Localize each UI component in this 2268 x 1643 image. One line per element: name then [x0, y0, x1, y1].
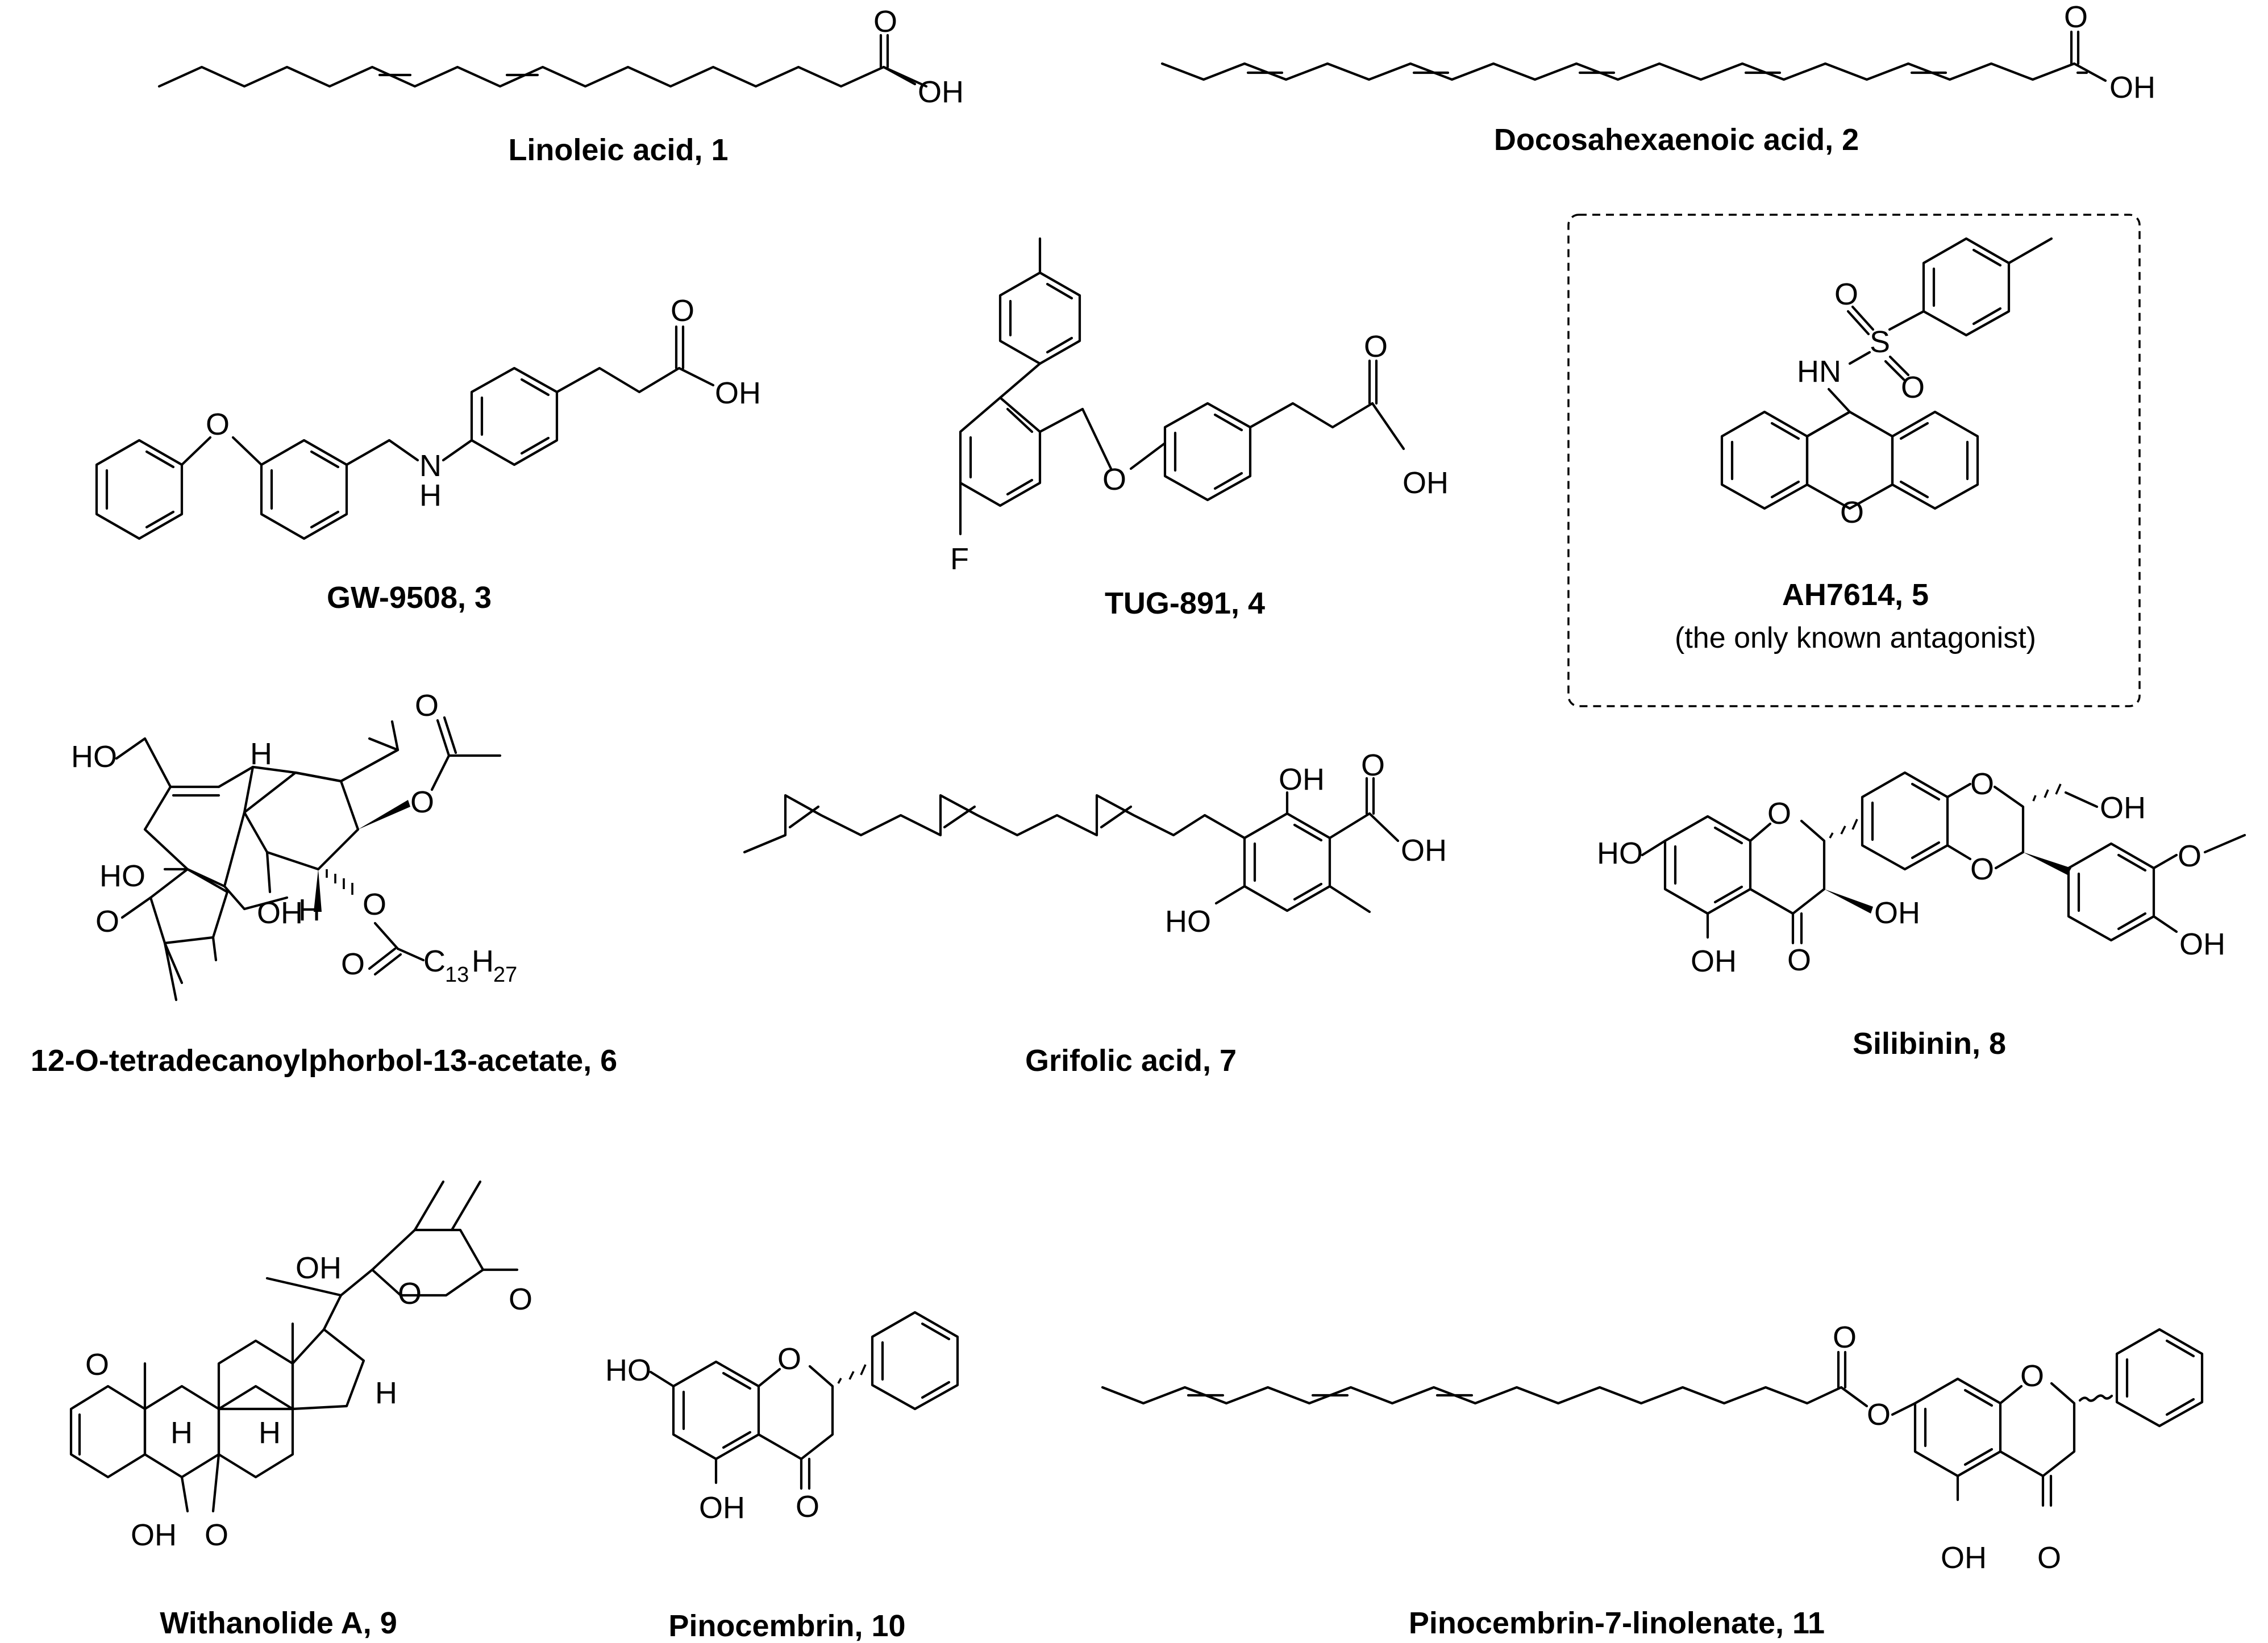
atom-o: O	[1867, 1398, 1891, 1432]
atom-o: O	[509, 1282, 532, 1316]
structure-tug-891: F O O OH TUG-891, 4	[950, 237, 1449, 620]
atom-o: O	[95, 904, 119, 939]
atom-o: O	[671, 294, 694, 328]
compound-label: GW-9508, 3	[327, 581, 492, 615]
atom-o: O	[2020, 1359, 2044, 1393]
atom-ho: HO	[99, 859, 145, 893]
atom-o: O	[1767, 797, 1791, 831]
structure-linoleic-acid: O OH Linoleic acid, 1	[157, 5, 964, 167]
compound-note: (the only known antagonist)	[1675, 622, 2036, 654]
structure-pinocembrin: HO OH O O Pinocembrin, 10	[605, 1311, 959, 1643]
atom-oh: OH	[257, 896, 303, 930]
atom-f: F	[950, 542, 969, 576]
atom-ho: HO	[1165, 904, 1211, 939]
structure-grifolic-acid: OH O OH HO Grifolic acid, 7	[743, 748, 1447, 1078]
atom-o: O	[1102, 462, 1126, 497]
atom-o: O	[1834, 277, 1858, 311]
atom-oh: OH	[296, 1251, 342, 1285]
structure-gw-9508: O N H O OH GW-9508, 3	[95, 294, 761, 615]
antagonist-box	[1567, 214, 2141, 707]
atom-h: H	[419, 478, 442, 512]
atom-o: O	[796, 1490, 819, 1524]
atom-o: O	[1364, 330, 1388, 364]
atom-o: O	[2064, 0, 2088, 34]
atom-h: H	[259, 1416, 281, 1450]
atom-o: O	[1970, 767, 1994, 801]
atom-o: O	[363, 887, 386, 921]
atom-o: O	[1970, 852, 1994, 886]
atom-o: O	[410, 785, 434, 819]
atom-o: O	[206, 407, 230, 441]
atom-subscript: 13	[445, 963, 469, 987]
structure-docosahexaenoic-acid: O OH Docosahexaenoic acid, 2	[1160, 0, 2155, 157]
atom-c: C	[423, 944, 446, 978]
atom-h: H	[472, 944, 494, 978]
atom-oh: OH	[1691, 944, 1737, 978]
atom-o: O	[2037, 1541, 2061, 1575]
atom-oh: OH	[699, 1491, 745, 1525]
compound-label: Linoleic acid, 1	[508, 133, 728, 167]
atom-oh: OH	[2109, 70, 2155, 105]
atom-o: O	[873, 5, 897, 39]
atom-o: O	[341, 947, 365, 981]
compound-label: AH7614, 5	[1782, 578, 1929, 612]
compound-label: Docosahexaenoic acid, 2	[1494, 123, 1859, 157]
atom-o: O	[777, 1342, 801, 1376]
atom-o: O	[1840, 495, 1864, 529]
compound-label: Pinocembrin-7-linolenate, 11	[1409, 1606, 1825, 1640]
atom-o: O	[415, 689, 439, 723]
atom-o: O	[398, 1277, 422, 1311]
atom-ho: HO	[1597, 836, 1643, 870]
compound-label: Withanolide A, 9	[160, 1606, 397, 1640]
atom-o: O	[1787, 943, 1811, 977]
atom-o: O	[1833, 1320, 1857, 1354]
structure-withanolide-a: O OH O O H H H OH O Withanolide A, 9	[69, 1180, 532, 1640]
compound-label: 12-O-tetradecanoylphorbol-13-acetate, 6	[31, 1044, 617, 1078]
atom-h: H	[375, 1376, 397, 1410]
atom-o: O	[1901, 370, 1925, 405]
structure-tpa: HO H O O O O C 13 H 27 OH H	[31, 689, 617, 1078]
structure-pinocembrin-7-linolenate: O O OH O O Pinocembrin-7-linolenate, 11	[1101, 1320, 2204, 1640]
atom-oh: OH	[131, 1518, 177, 1552]
compound-label: Silibinin, 8	[1853, 1027, 2006, 1061]
atom-ho: HO	[605, 1353, 651, 1387]
atom-o: O	[205, 1518, 228, 1552]
atom-oh: OH	[2179, 927, 2225, 961]
atom-hn: HN	[1797, 355, 1841, 389]
atom-o: O	[2178, 839, 2202, 873]
atom-oh: OH	[1941, 1541, 1987, 1575]
atom-oh: OH	[1403, 466, 1449, 500]
atom-oh: OH	[1279, 762, 1325, 797]
atom-oh: OH	[715, 376, 761, 410]
atom-oh: OH	[1874, 896, 1920, 930]
atom-o: O	[1361, 748, 1385, 782]
compound-label: Pinocembrin, 10	[668, 1609, 905, 1643]
structure-silibinin: HO OH O O OH O O OH	[1597, 767, 2246, 1061]
structure-ah7614: S O O HN O AH7614, 5 (the only known ant…	[1567, 214, 2141, 707]
atom-h: H	[170, 1416, 193, 1450]
atom-ho: HO	[71, 740, 117, 774]
atom-oh: OH	[2100, 791, 2146, 825]
compound-label: Grifolic acid, 7	[1025, 1044, 1237, 1078]
atom-n: N	[419, 449, 442, 483]
atom-h: H	[250, 737, 272, 771]
atom-oh: OH	[1401, 833, 1447, 868]
atom-subscript: 27	[493, 963, 517, 987]
atom-oh: OH	[918, 75, 964, 109]
compound-label: TUG-891, 4	[1105, 586, 1265, 620]
atom-o: O	[85, 1348, 109, 1382]
